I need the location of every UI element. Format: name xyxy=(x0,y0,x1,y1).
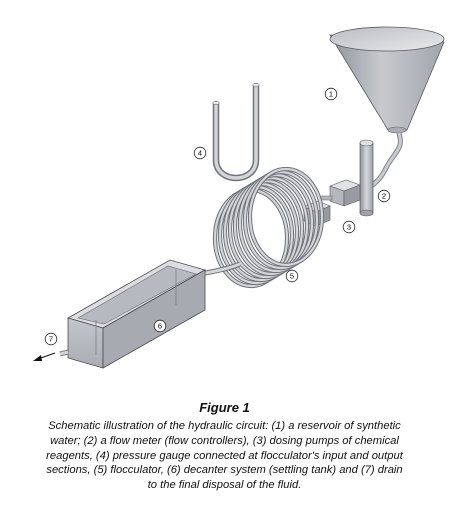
callout-5-label: 5 xyxy=(290,272,294,281)
callout-7: 7 xyxy=(44,332,58,346)
callout-6: 6 xyxy=(153,319,167,333)
callout-7-label: 7 xyxy=(49,335,53,344)
callout-6-label: 6 xyxy=(158,322,162,331)
flow-meter xyxy=(319,139,374,217)
callout-1-label: 1 xyxy=(329,90,333,99)
caption-line: Schematic illustration of the hydraulic … xyxy=(48,420,401,432)
callout-2-label: 2 xyxy=(382,192,386,201)
drain-arrow xyxy=(33,352,56,361)
caption-line: to the final disposal of the fluid. xyxy=(147,479,302,492)
callout-5: 5 xyxy=(285,269,299,283)
caption-line: sections, (5) flocculator, (6) decanter … xyxy=(46,464,403,477)
callout-2: 2 xyxy=(377,189,391,203)
callout-4-label: 4 xyxy=(198,149,202,158)
pressure-gauge-u-tube xyxy=(212,82,260,182)
caption-line: reagents, (4) pressure gauge connected a… xyxy=(46,449,403,462)
reservoir-funnel xyxy=(329,26,445,190)
flocculator-coil xyxy=(189,166,325,289)
figure-caption: Schematic illustration of the hydraulic … xyxy=(12,419,437,493)
caption-line: water; (2) a flow meter (flow controller… xyxy=(50,434,399,447)
decanter-tank xyxy=(59,259,207,369)
hydraulic-circuit-diagram: 1 2 3 4 5 6 7 xyxy=(33,26,445,369)
callout-4: 4 xyxy=(193,146,207,160)
figure-title: Figure 1 xyxy=(199,400,250,415)
callout-1: 1 xyxy=(324,87,338,101)
callout-3-label: 3 xyxy=(347,223,351,232)
callout-3: 3 xyxy=(342,220,356,234)
